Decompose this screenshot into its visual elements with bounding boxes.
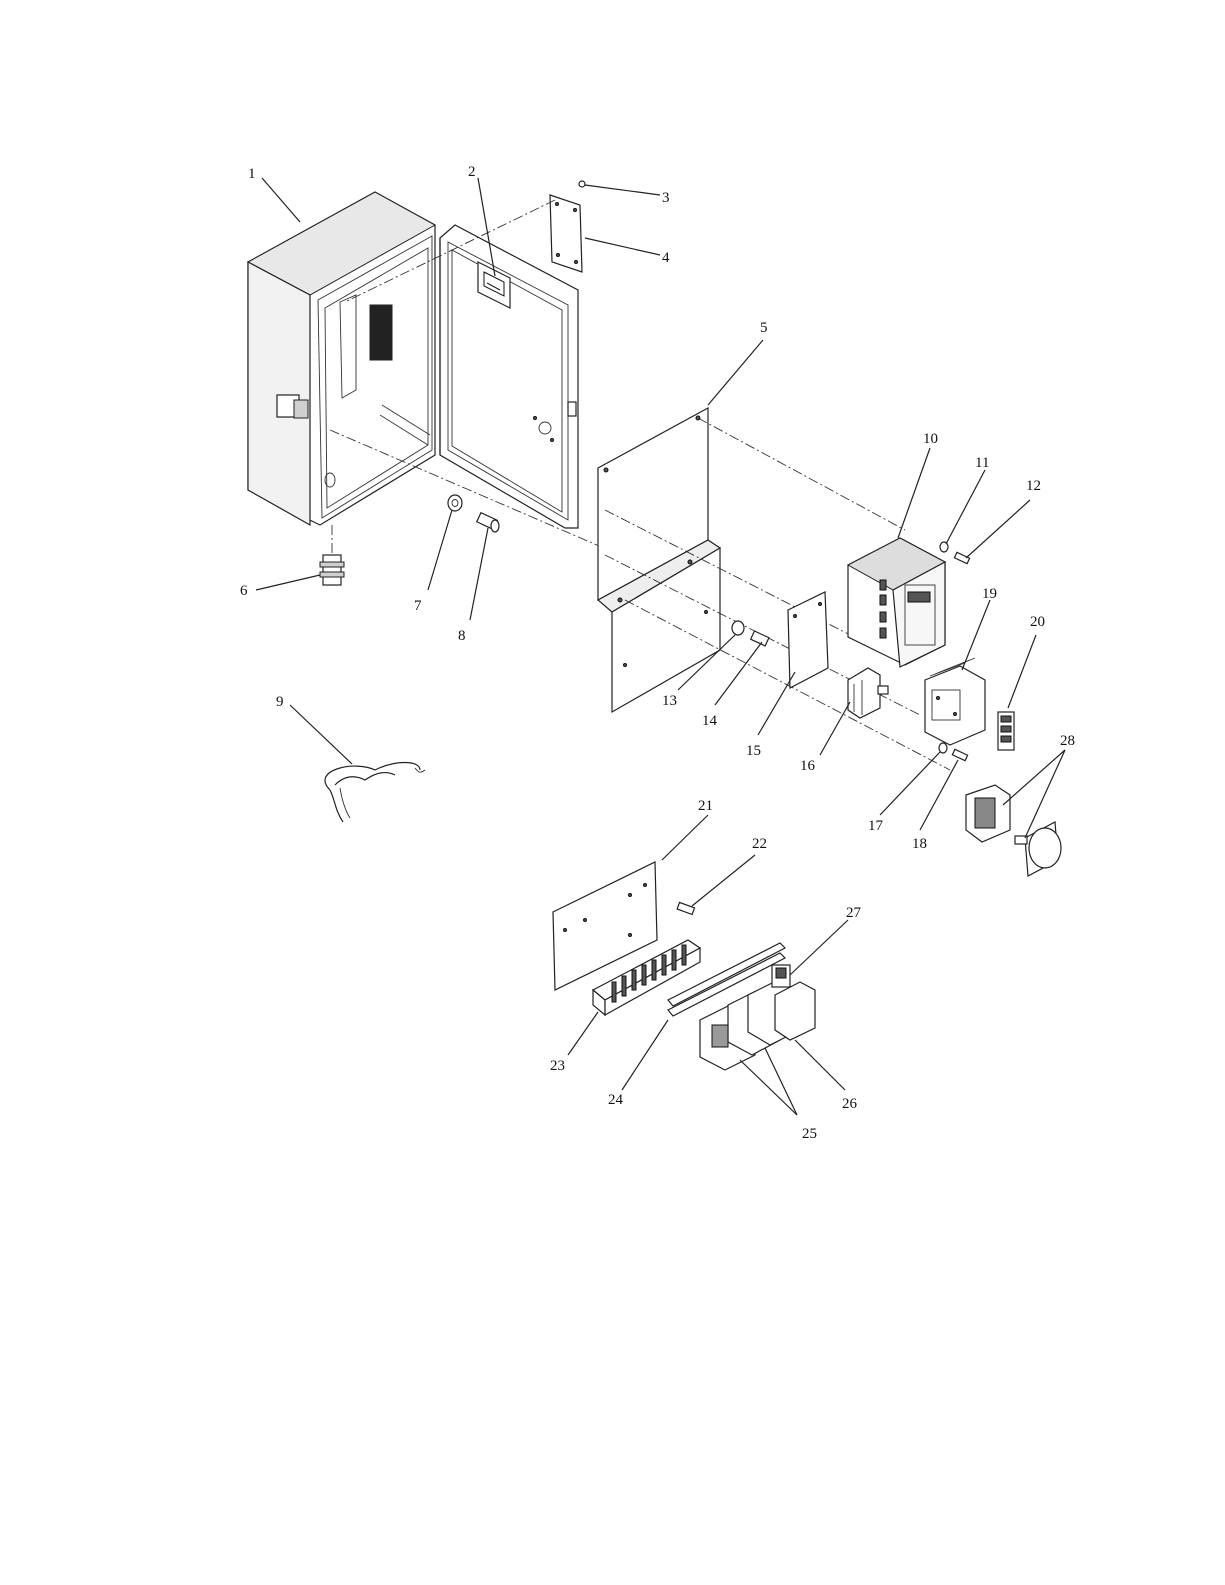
cable-gland xyxy=(320,525,344,585)
callout-13: 13 xyxy=(662,693,677,709)
bolt-14 xyxy=(751,631,769,646)
callout-9: 9 xyxy=(276,694,284,710)
callout-8: 8 xyxy=(458,628,466,644)
terminal-block xyxy=(848,668,888,718)
callout-21: 21 xyxy=(698,798,713,814)
enclosure-body xyxy=(248,192,435,525)
callout-18: 18 xyxy=(912,836,927,852)
cover-plate xyxy=(550,195,582,272)
callout-5: 5 xyxy=(760,320,768,336)
callout-27: 27 xyxy=(846,905,862,921)
screw-22 xyxy=(677,902,694,914)
washer-17 xyxy=(939,743,947,753)
transformer xyxy=(925,658,985,745)
screw-18 xyxy=(952,749,967,760)
callout-16: 16 xyxy=(800,758,816,774)
callout-2: 2 xyxy=(468,164,476,180)
plate-screw xyxy=(579,181,585,187)
screw-12 xyxy=(954,552,969,563)
callout-6: 6 xyxy=(240,583,248,599)
callout-19: 19 xyxy=(982,586,997,602)
callout-11: 11 xyxy=(975,455,989,471)
callout-24: 24 xyxy=(608,1092,624,1108)
callout-7: 7 xyxy=(414,598,422,614)
callout-20: 20 xyxy=(1030,614,1045,630)
callout-12: 12 xyxy=(1026,478,1041,494)
washer-7 xyxy=(448,495,462,511)
callout-1: 1 xyxy=(248,166,256,182)
callout-15: 15 xyxy=(746,743,761,759)
enclosure-door xyxy=(440,225,578,528)
terminal-strip xyxy=(998,712,1014,750)
washer-13 xyxy=(732,621,744,635)
disconnect-switch xyxy=(966,785,1010,842)
callout-10: 10 xyxy=(923,431,938,447)
switch-handle xyxy=(1015,822,1061,876)
callout-14: 14 xyxy=(702,713,718,729)
callout-25: 25 xyxy=(802,1126,817,1142)
wire-harness xyxy=(325,763,425,823)
drive-unit xyxy=(848,538,945,667)
callout-28: 28 xyxy=(1060,733,1075,749)
relay-27 xyxy=(772,965,790,987)
callout-26: 26 xyxy=(842,1096,858,1112)
callout-22: 22 xyxy=(752,836,767,852)
callout-4: 4 xyxy=(662,250,670,266)
callout-3: 3 xyxy=(662,190,670,206)
callout-17: 17 xyxy=(868,818,884,834)
callout-23: 23 xyxy=(550,1058,565,1074)
